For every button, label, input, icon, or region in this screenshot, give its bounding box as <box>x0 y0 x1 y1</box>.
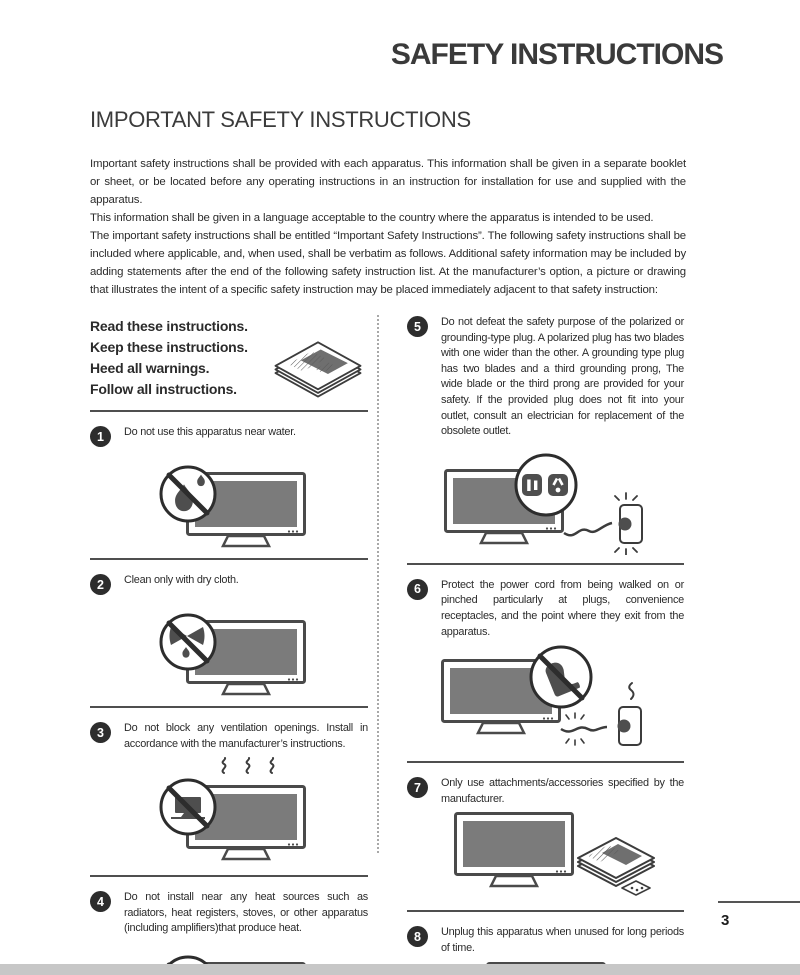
instruction-item-5: 5 Do not defeat the safety purpose of th… <box>407 315 684 555</box>
step-number-badge: 7 <box>407 777 428 799</box>
two-column-layout: Read these instructions. Keep these inst… <box>90 315 686 975</box>
directive-line: Follow all instructions. <box>90 381 237 397</box>
intro-paragraphs: Important safety instructions shall be p… <box>90 155 686 299</box>
page-number: 3 <box>721 912 730 929</box>
footer-rule <box>718 901 800 903</box>
tv-no-wet-cloth-icon <box>90 598 368 698</box>
instruction-item-6: 6 Protect the power cord from being walk… <box>407 578 684 753</box>
instruction-item-8: 8 Unplug this apparatus when unused for … <box>407 925 684 975</box>
divider-rule <box>407 562 684 565</box>
instruction-item-2: 2 Clean only with dry cloth. <box>90 573 368 698</box>
divider-rule <box>407 910 684 913</box>
intro-paragraph: This information shall be given in a lan… <box>90 212 654 224</box>
right-column: 5 Do not defeat the safety purpose of th… <box>407 315 684 975</box>
tv-accessories-icon <box>407 810 684 902</box>
instruction-text: Do not install near any heat sources suc… <box>124 891 368 935</box>
instruction-text: Unplug this apparatus when unused for lo… <box>441 926 684 954</box>
step-number-badge: 1 <box>90 426 111 447</box>
divider-rule <box>90 558 368 560</box>
tv-no-blocked-vents-icon <box>90 755 368 867</box>
divider-rule <box>90 706 368 708</box>
divider-rule <box>90 410 368 412</box>
instruction-text: Clean only with dry cloth. <box>124 574 239 586</box>
directive-line: Heed all warnings. <box>90 360 210 376</box>
divider-rule <box>407 761 684 764</box>
step-number-badge: 4 <box>90 891 111 913</box>
tv-no-step-cord-icon <box>407 643 684 753</box>
step-number-badge: 5 <box>407 316 428 337</box>
step-number-badge: 2 <box>90 574 111 595</box>
directives-text: Read these instructions. Keep these inst… <box>90 315 248 400</box>
directive-line: Keep these instructions. <box>90 339 248 355</box>
instruction-item-1: 1 Do not use this apparatus near water. <box>90 425 368 550</box>
booklet-stack-icon <box>268 326 368 402</box>
instruction-text: Only use attachments/accessories specifi… <box>441 777 684 805</box>
section-heading: IMPORTANT SAFETY INSTRUCTIONS <box>90 107 471 132</box>
tv-polarized-plug-icon <box>407 443 684 555</box>
step-number-badge: 6 <box>407 578 428 600</box>
instruction-item-3: 3 Do not block any ventilation openings.… <box>90 721 368 867</box>
column-divider <box>377 315 379 853</box>
directive-line: Read these instructions. <box>90 318 248 334</box>
instruction-text: Do not use this apparatus near water. <box>124 426 296 438</box>
instruction-text: Protect the power cord from being walked… <box>441 578 684 638</box>
instruction-text: Do not defeat the safety purpose of the … <box>441 316 684 438</box>
page-title: SAFETY INSTRUCTIONS <box>390 38 724 71</box>
instruction-text: Do not block any ventilation openings. I… <box>124 722 368 750</box>
left-column: Read these instructions. Keep these inst… <box>90 315 368 975</box>
divider-rule <box>90 875 368 878</box>
tv-no-water-icon <box>90 450 368 550</box>
step-number-badge: 3 <box>90 722 111 743</box>
instruction-item-7: 7 Only use attachments/accessories speci… <box>407 776 684 902</box>
page-bottom-edge <box>0 964 800 975</box>
step-number-badge: 8 <box>407 926 428 948</box>
instruction-item-4: 4 Do not install near any heat sources s… <box>90 890 368 975</box>
intro-paragraph: The important safety instructions shall … <box>90 230 686 296</box>
directives-block: Read these instructions. Keep these inst… <box>90 315 368 402</box>
intro-paragraph: Important safety instructions shall be p… <box>90 158 686 206</box>
